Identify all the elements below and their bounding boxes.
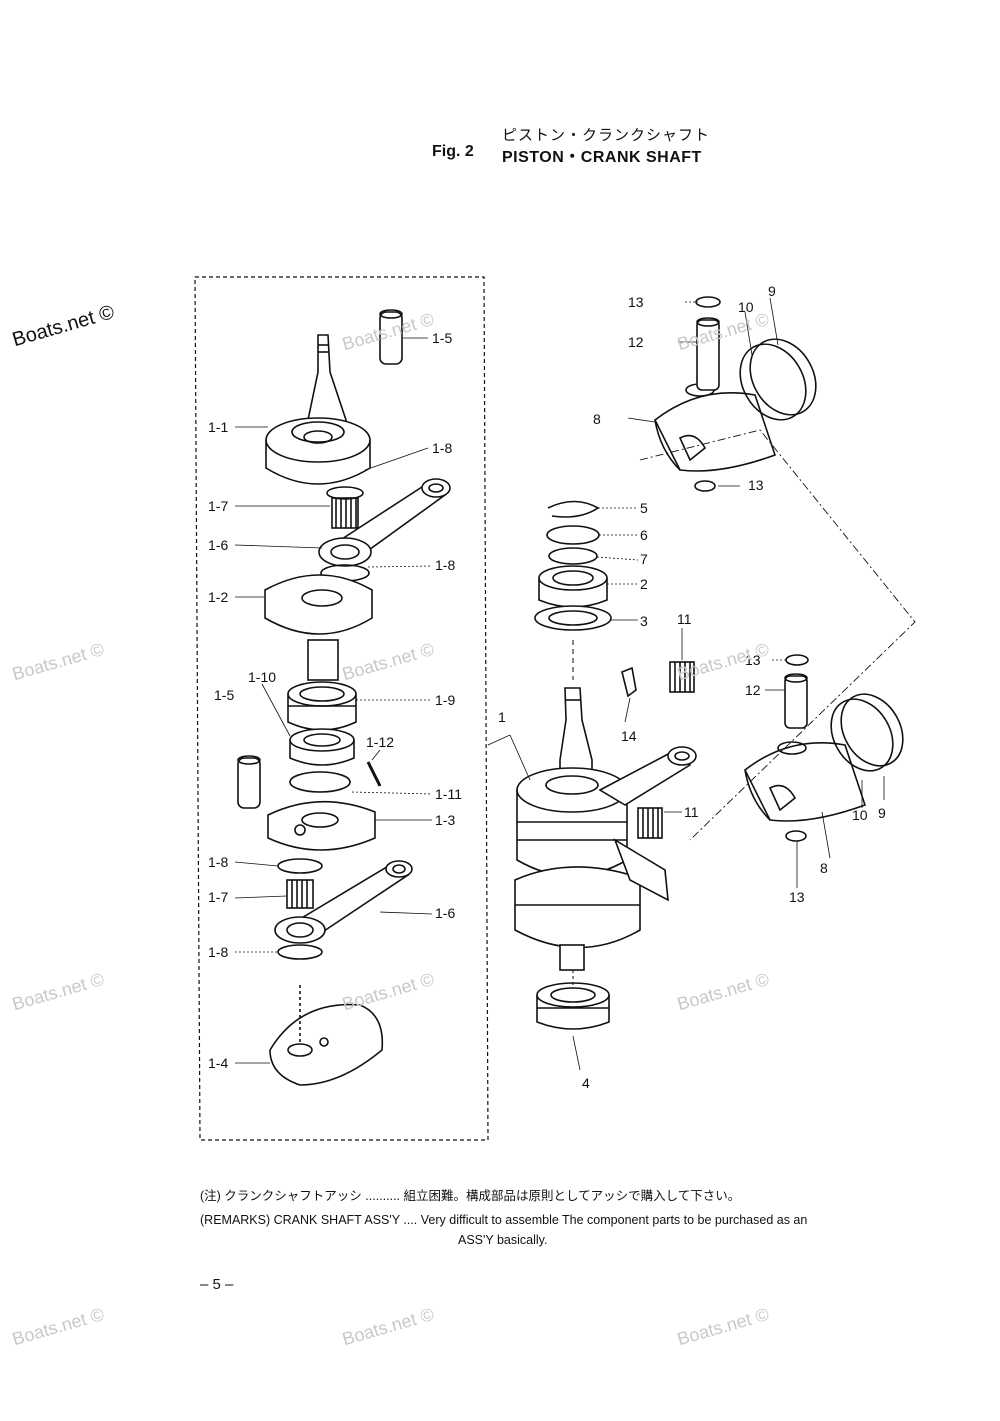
piston-pin-12-lower xyxy=(784,673,808,729)
callout-13-b: 13 xyxy=(748,477,764,493)
callout-1-10: 1-10 xyxy=(248,669,276,685)
snap-ring xyxy=(289,771,351,793)
center-bearing xyxy=(287,681,357,731)
callout-11-lower: 11 xyxy=(684,804,699,820)
remarks-jp-dots: .......... xyxy=(365,1189,401,1203)
ball-bearing-4 xyxy=(536,982,610,1030)
figure-number: Fig. 2 xyxy=(432,143,474,160)
callout-1-7-lower: 1-7 xyxy=(208,889,228,905)
callout-1-11: 1-11 xyxy=(435,786,462,802)
callout-13-c: 13 xyxy=(745,652,761,668)
woodruff-key xyxy=(621,666,637,698)
piston-rings-lower xyxy=(830,693,904,772)
callout-1-9: 1-9 xyxy=(435,692,455,708)
clip-13-bottom-upper xyxy=(694,480,716,492)
callout-1-6-lower: 1-6 xyxy=(435,905,455,921)
callout-9-lower: 9 xyxy=(878,805,886,821)
remarks-en-label: (REMARKS) CRANK SHAFT ASS'Y xyxy=(200,1213,400,1227)
callout-1-7-upper: 1-7 xyxy=(208,498,228,514)
callout-1-2: 1-2 xyxy=(208,589,228,605)
needle-bearing-lower xyxy=(286,879,314,909)
callout-1-1: 1-1 xyxy=(208,419,228,435)
callout-4: 4 xyxy=(582,1075,590,1091)
crankshaft-assembly xyxy=(514,687,669,971)
needle-bearing-11-upper xyxy=(669,661,695,693)
callout-1-5-top: 1-5 xyxy=(432,330,452,346)
circlip-5 xyxy=(547,500,600,518)
washer-6 xyxy=(546,525,600,545)
callout-12-upper: 12 xyxy=(628,334,644,350)
ball-bearing-2 xyxy=(538,565,608,608)
callout-1: 1 xyxy=(498,709,506,725)
callout-8-lower: 8 xyxy=(820,860,828,876)
callout-10-upper: 10 xyxy=(738,299,754,315)
callout-1-8-a: 1-8 xyxy=(432,440,452,456)
remarks-jp-text: 組立困難。構成部品は原則としてアッシで購入して下さい。 xyxy=(403,1189,741,1203)
page-header: ピストン・クランクシャフト Fig. 2 PISTON・CRANK SHAFT xyxy=(0,0,1000,200)
callout-1-12: 1-12 xyxy=(366,734,394,750)
connecting-rod-upper xyxy=(318,478,451,582)
ring-7 xyxy=(548,547,598,565)
callout-12-lower: 12 xyxy=(745,682,761,698)
callout-13-a: 13 xyxy=(628,294,644,310)
remarks-en-dots: .... xyxy=(403,1213,418,1227)
callout-6: 6 xyxy=(640,527,648,543)
clip-13-top-lower xyxy=(785,654,809,666)
title-japanese: ピストン・クランクシャフト xyxy=(502,126,711,144)
callout-1-4: 1-4 xyxy=(208,1055,228,1071)
crank-pin-top xyxy=(379,309,403,365)
piston-upper xyxy=(653,383,777,472)
callout-1-6-upper: 1-6 xyxy=(208,537,228,553)
crank-upper-web xyxy=(265,334,371,485)
callout-1-8-c: 1-8 xyxy=(208,854,228,870)
remarks-en-text: Very difficult to assemble The component… xyxy=(420,1213,808,1227)
callout-1-5-lower: 1-5 xyxy=(214,687,234,703)
callout-1-8-d: 1-8 xyxy=(208,944,228,960)
callout-3: 3 xyxy=(640,613,648,629)
crank-pin-lower xyxy=(237,755,261,809)
piston-lower xyxy=(743,741,867,822)
dowel-pin xyxy=(366,761,382,787)
assembly-boundary-box xyxy=(194,276,489,1141)
callout-11-upper: 11 xyxy=(677,611,692,627)
callout-13-d: 13 xyxy=(789,889,805,905)
callout-9-upper: 9 xyxy=(768,283,776,299)
needle-bearing-11-lower xyxy=(637,807,663,839)
thrust-washer-lower xyxy=(277,858,323,874)
connecting-rod-lower xyxy=(274,860,413,960)
page-number: – 5 – xyxy=(200,1276,234,1293)
callout-10-lower: 10 xyxy=(852,807,868,823)
callout-5: 5 xyxy=(640,500,648,516)
callout-8-upper: 8 xyxy=(593,411,601,427)
callout-14: 14 xyxy=(621,728,637,744)
oil-seal-3 xyxy=(534,605,612,631)
remarks-en: (REMARKS) CRANK SHAFT ASS'Y .... Very di… xyxy=(200,1213,807,1227)
crank-middle-web xyxy=(264,574,373,681)
connecting-rod-right xyxy=(598,746,697,806)
clip-13-bottom-lower xyxy=(785,830,807,842)
callout-2: 2 xyxy=(640,576,648,592)
crank-lower-web xyxy=(267,800,376,851)
piston-rings-upper xyxy=(739,338,817,421)
callout-1-3: 1-3 xyxy=(435,812,455,828)
needle-bearing-upper xyxy=(326,486,364,529)
remarks-en-line2: ASS'Y basically. xyxy=(458,1233,548,1247)
piston-pin-12-upper xyxy=(696,317,720,391)
title-english: PISTON・CRANK SHAFT xyxy=(502,149,702,166)
crank-bottom-web xyxy=(269,985,384,1086)
clip-13-top-upper xyxy=(695,296,721,308)
remarks-jp: (注) クランクシャフトアッシ .......... 組立困難。構成部品は原則と… xyxy=(200,1185,740,1204)
center-seal xyxy=(289,728,355,766)
callout-1-8-b: 1-8 xyxy=(435,557,455,573)
remarks-jp-label: (注) クランクシャフトアッシ xyxy=(200,1189,362,1203)
callout-7: 7 xyxy=(640,551,648,567)
